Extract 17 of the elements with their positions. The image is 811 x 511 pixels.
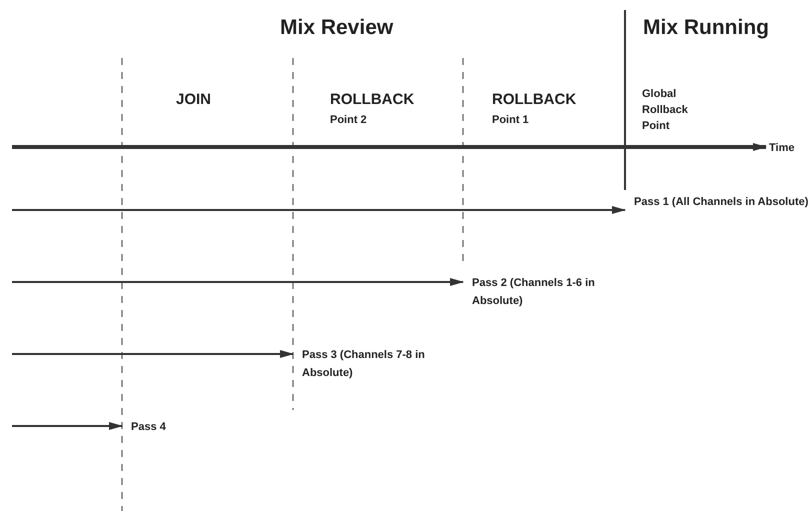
phase-label: ROLLBACK (330, 90, 416, 110)
section-heading: Mix Review (280, 15, 394, 41)
phase-label: ROLLBACK (492, 90, 578, 110)
phase-sublabel: Point 2 (330, 113, 368, 128)
phase-label: Global Rollback Point (642, 87, 689, 134)
arrow (12, 350, 294, 358)
arrow (12, 206, 626, 214)
phase-label: JOIN (176, 90, 212, 110)
arrow (12, 278, 464, 286)
phase-sublabel: Point 1 (492, 113, 530, 128)
arrow (12, 422, 123, 430)
pass-label: Pass 4 (131, 420, 167, 435)
pass-label: Pass 1 (All Channels in Absolute) (634, 195, 810, 210)
axis-label: Time (769, 141, 796, 156)
section-heading: Mix Running (643, 15, 770, 41)
pass-label: Pass 3 (Channels 7-8 in Absolute) (302, 348, 426, 381)
pass-label: Pass 2 (Channels 1-6 in Absolute) (472, 276, 596, 309)
